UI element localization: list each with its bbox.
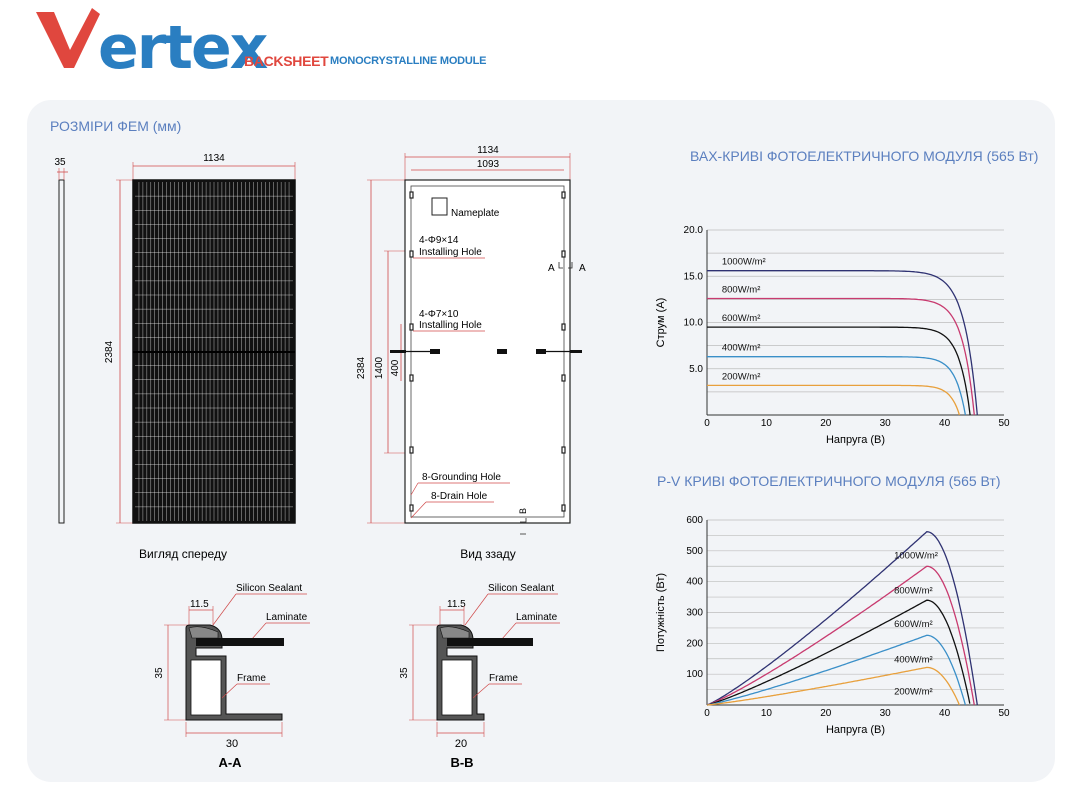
section-aa-sealant-label: Silicon Sealant — [236, 583, 302, 594]
y-tick-label: 400 — [686, 577, 703, 588]
x-tick-label: 20 — [820, 418, 832, 429]
series-line — [707, 326, 971, 416]
y-tick-label: 20.0 — [684, 225, 704, 236]
front-width-label: 1134 — [203, 153, 225, 164]
pv-chart-title: P-V КРИВІ ФОТОЕЛЕКТРИЧНОГО МОДУЛЯ (565 В… — [657, 473, 1001, 489]
y-tick-label: 500 — [686, 546, 703, 557]
side-view: 35 — [54, 157, 68, 524]
section-aa-height-label: 35 — [154, 667, 165, 679]
series-label: 600W/m² — [722, 313, 761, 324]
section-bb-height-label: 35 — [399, 667, 410, 679]
series-label: 1000W/m² — [894, 551, 938, 562]
section-a-mark-right: A — [579, 263, 586, 274]
install-hole-1-label: Installing Hole — [419, 247, 482, 258]
section-a-mark-left: A — [548, 263, 555, 274]
section-bb-width-label: 20 — [455, 738, 467, 750]
subtitle-module-type: MONOCRYSTALLINE MODULE — [330, 55, 487, 67]
y-tick-label: 5.0 — [689, 364, 703, 375]
series-label: 1000W/m² — [722, 257, 766, 268]
series-line — [706, 634, 967, 706]
x-tick-label: 40 — [939, 418, 951, 429]
x-tick-label: 0 — [704, 708, 710, 719]
x-tick-label: 30 — [880, 708, 892, 719]
section-bb-caption: B-B — [450, 755, 473, 770]
series-line — [706, 599, 971, 706]
series-line — [707, 384, 961, 416]
back-caption: Вид ззаду — [460, 547, 516, 561]
section-aa-frame-label: Frame — [237, 673, 266, 684]
series-label: 600W/m² — [894, 619, 933, 630]
x-axis-label: Напруга (В) — [826, 724, 885, 736]
series-line — [706, 531, 978, 706]
series-line — [707, 270, 978, 416]
dimensions-title: РОЗМІРИ ФЕМ (мм) — [50, 118, 182, 134]
side-thickness-label: 35 — [54, 157, 66, 168]
install-hole-2-label: Installing Hole — [419, 320, 482, 331]
section-aa-width-label: 30 — [226, 738, 238, 750]
y-axis-label: Потужність (Вт) — [655, 573, 667, 652]
y-tick-label: 300 — [686, 608, 703, 619]
section-aa: Silicon Sealant Laminate 11.5 35 30 Fram… — [154, 583, 310, 770]
y-tick-label: 200 — [686, 638, 703, 649]
section-aa-top-label: 11.5 — [190, 599, 209, 610]
series-line — [707, 297, 975, 416]
back-inner-width-label: 1093 — [477, 159, 500, 170]
x-axis-label: Напруга (В) — [826, 434, 885, 446]
front-caption: Вигляд спереду — [139, 547, 227, 561]
back-install-span-label: 1400 — [374, 356, 385, 379]
front-view: 1134 2384 Вигляд спереду — [104, 153, 296, 561]
series-label: 800W/m² — [722, 284, 761, 295]
section-b-mark: B — [518, 508, 528, 514]
nameplate-label: Nameplate — [451, 208, 500, 219]
section-bb-top-label: 11.5 — [447, 599, 466, 610]
section-bb: Silicon Sealant Laminate 11.5 35 20 Fram… — [399, 583, 560, 770]
back-inner-span-label: 400 — [390, 359, 401, 376]
series-label: 200W/m² — [722, 371, 761, 382]
section-bb-laminate-label: Laminate — [516, 612, 558, 623]
y-tick-label: 100 — [686, 669, 703, 680]
x-tick-label: 0 — [704, 418, 710, 429]
series-label: 400W/m² — [894, 654, 933, 665]
y-tick-label: 600 — [686, 515, 703, 526]
x-tick-label: 20 — [820, 708, 832, 719]
section-aa-laminate-label: Laminate — [266, 612, 308, 623]
x-tick-label: 10 — [761, 418, 773, 429]
install-hole-2-spec: 4-Φ7×10 — [419, 309, 459, 320]
grounding-hole-label: 8-Grounding Hole — [422, 472, 501, 483]
back-outer-width-label: 1134 — [477, 145, 499, 156]
logo-v-mark — [36, 8, 100, 68]
y-tick-label: 10.0 — [684, 318, 704, 329]
install-hole-1-spec: 4-Φ9×14 — [419, 235, 459, 246]
section-bb-frame-label: Frame — [489, 673, 518, 684]
back-view: 1134 1093 2384 1400 400 Nameplate — [356, 145, 586, 561]
dimension-drawings: 35 1134 2384 Вигляд спереду 1134 1093 23… — [54, 145, 586, 770]
drain-hole-label: 8-Drain Hole — [431, 491, 488, 502]
series-line — [706, 565, 975, 706]
series-line — [706, 666, 960, 706]
subtitle-backsheet: BACKSHEET — [244, 53, 329, 69]
series-label: 200W/m² — [894, 686, 933, 697]
y-axis-label: Струм (А) — [655, 298, 667, 348]
series-label: 400W/m² — [722, 343, 761, 354]
y-tick-label: 15.0 — [684, 271, 704, 282]
x-tick-label: 10 — [761, 708, 773, 719]
series-line — [707, 356, 967, 416]
section-bb-sealant-label: Silicon Sealant — [488, 583, 554, 594]
section-aa-caption: A-A — [218, 755, 242, 770]
back-height-label: 2384 — [356, 356, 367, 379]
front-height-label: 2384 — [104, 340, 115, 363]
iv-chart-title: ВАХ-КРИВІ ФОТОЕЛЕКТРИЧНОГО МОДУЛЯ (565 В… — [690, 148, 1039, 164]
x-tick-label: 30 — [880, 418, 892, 429]
x-tick-label: 40 — [939, 708, 951, 719]
x-tick-label: 50 — [998, 708, 1010, 719]
series-label: 800W/m² — [894, 585, 933, 596]
logo-wordmark: ertex — [98, 13, 268, 83]
x-tick-label: 50 — [998, 418, 1010, 429]
